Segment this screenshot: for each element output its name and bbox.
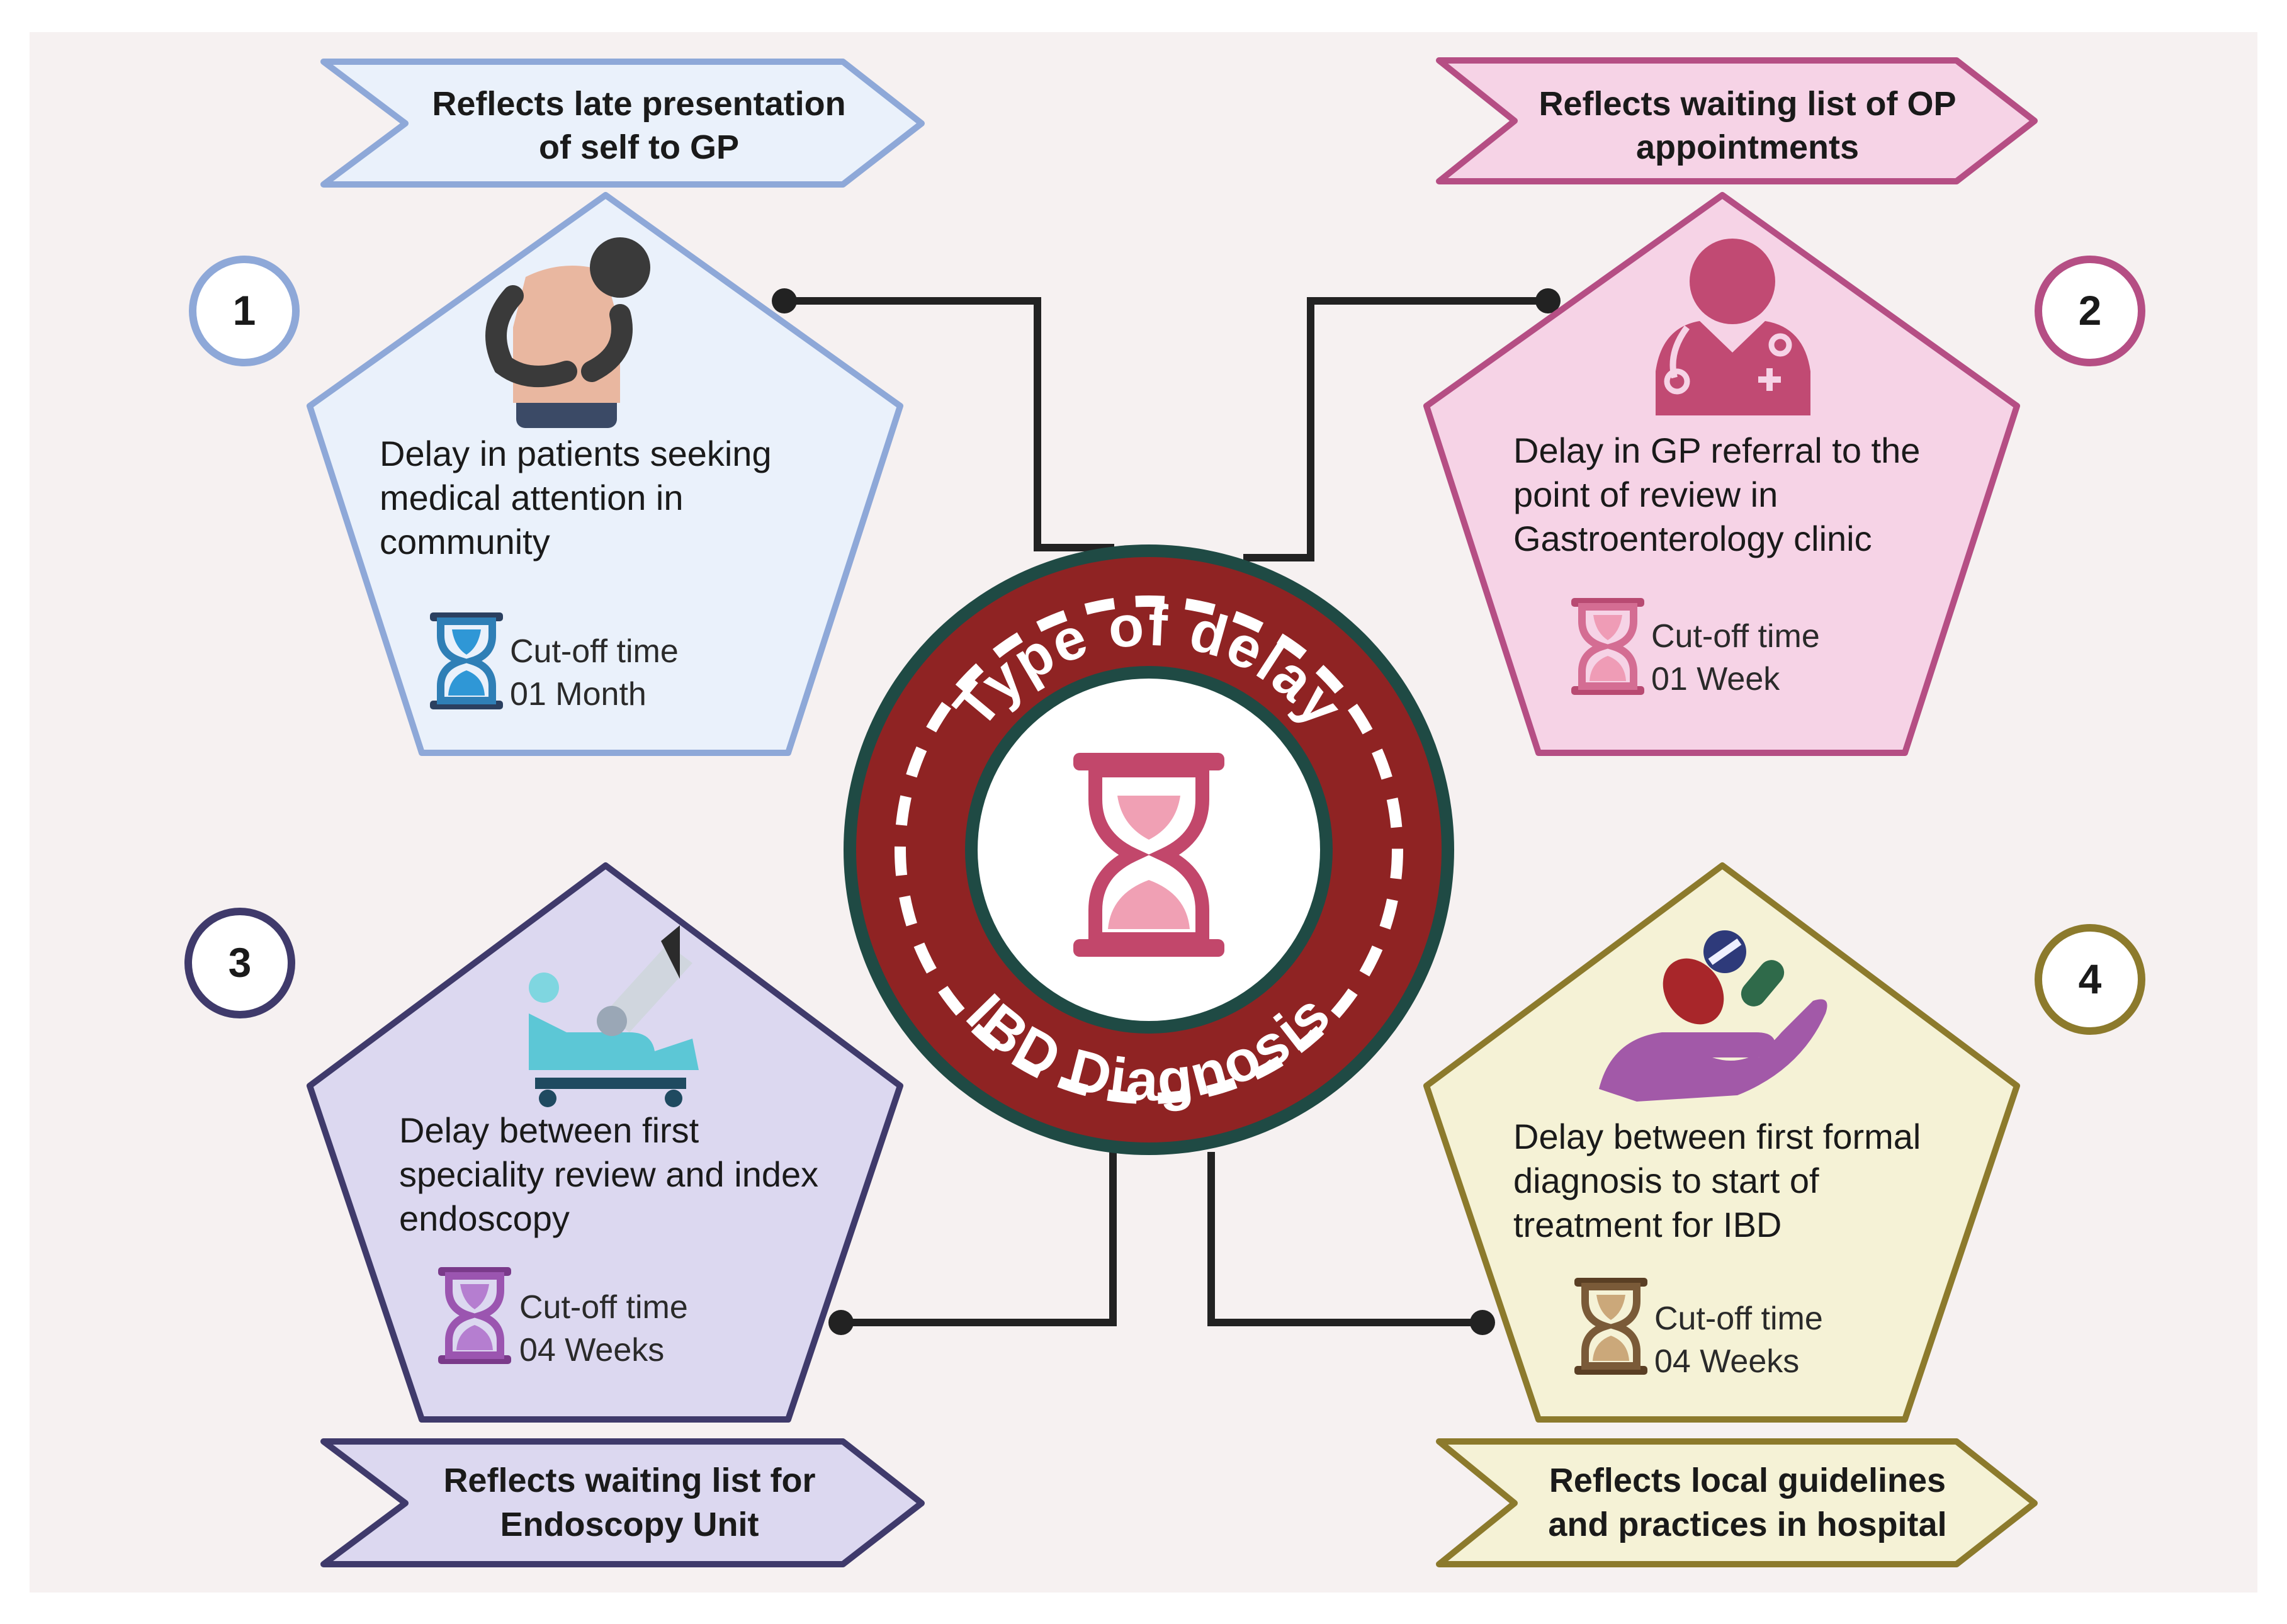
- stage-3-banner-line-2: Endoscopy Unit: [500, 1506, 759, 1543]
- stage-1-cutoff-value: 01 Month: [510, 676, 647, 713]
- stage-4-banner-line-2: and practices in hospital: [1548, 1506, 1946, 1543]
- connectors: [772, 288, 1561, 1335]
- center-ring-inner: [978, 679, 1320, 1021]
- stage-2-pentagon: [1423, 192, 2020, 756]
- stage-3-cutoff-label: Cut-off time: [519, 1289, 688, 1326]
- stage-1-banner: [320, 59, 925, 188]
- stage-2-cutoff-value: 01 Week: [1651, 661, 1780, 697]
- connector-stage-1: [784, 297, 1114, 551]
- hourglass-icon: [430, 612, 503, 709]
- connector-stage-2: [1243, 297, 1548, 561]
- stage-1-banner-line-1: Reflects late presentation: [432, 85, 845, 123]
- connector-stage-4: [1207, 1152, 1482, 1326]
- stage-3-description-line-2: speciality review and index: [399, 1154, 818, 1194]
- connector-dot-2: [1535, 288, 1561, 313]
- stage-1-banner-line-2: of self to GP: [539, 128, 739, 166]
- stage-3-pentagon: [307, 862, 903, 1423]
- stage-2-banner-line-1: Reflects waiting list of OP: [1539, 85, 1956, 123]
- hourglass-icon: [1073, 753, 1224, 957]
- stage-3-number-circle: [184, 908, 295, 1018]
- stage-4-description-line-3: treatment for IBD: [1513, 1205, 1782, 1244]
- connector-dot-1: [772, 288, 797, 313]
- stage-4-cutoff-label: Cut-off time: [1654, 1300, 1823, 1337]
- center-ring-dashes: [895, 595, 1403, 1104]
- stage-3-banner: [320, 1438, 925, 1567]
- stage-1-description-line-1: Delay in patients seeking: [380, 434, 772, 473]
- stage-4-description-line-2: diagnosis to start of: [1513, 1161, 1819, 1200]
- stage-4-number-circle: [2035, 924, 2145, 1035]
- stage-3-cutoff-value: 04 Weeks: [519, 1332, 664, 1368]
- stage-4: Delay between first formal diagnosis to …: [1423, 862, 2145, 1567]
- hand-with-pills-icon: [1599, 930, 1827, 1102]
- stage-3: Delay between first speciality review an…: [184, 862, 925, 1567]
- stage-4-cutoff-value: 04 Weeks: [1654, 1343, 1799, 1380]
- stage-2-description-line-1: Delay in GP referral to the: [1513, 431, 1920, 470]
- stage-2-banner: [1436, 57, 2038, 184]
- patient-abdominal-pain-icon: [485, 237, 650, 428]
- hourglass-icon: [1574, 1278, 1647, 1375]
- stage-3-description-line-3: endoscopy: [399, 1198, 570, 1238]
- stage-3-number: 3: [229, 939, 252, 986]
- connector-dot-4: [1470, 1310, 1495, 1335]
- hourglass-icon: [1571, 598, 1644, 695]
- stage-2-description-line-2: point of review in: [1513, 475, 1778, 514]
- stage-2-description-line-3: Gastroenterology clinic: [1513, 519, 1872, 558]
- stage-2-banner-line-2: appointments: [1636, 128, 1859, 166]
- stage-1-description-line-3: community: [380, 522, 550, 561]
- stage-3-description-line-1: Delay between first: [399, 1110, 699, 1150]
- stage-2-number-circle: [2035, 256, 2145, 366]
- stage-4-description-line-1: Delay between first formal: [1513, 1117, 1921, 1156]
- stage-2: Reflects waiting list of OP appointments…: [1423, 57, 2145, 756]
- stage-2-number: 2: [2079, 287, 2102, 334]
- stage-4-pentagon: [1423, 862, 2020, 1423]
- stage-2-cutoff-label: Cut-off time: [1651, 618, 1820, 655]
- stage-1-number-circle: [189, 256, 300, 366]
- stage-4-number: 4: [2079, 956, 2102, 1002]
- stage-4-banner-line-1: Reflects local guidelines: [1549, 1462, 1946, 1499]
- stage-4-banner: [1436, 1438, 2038, 1567]
- connector-stage-3: [841, 1152, 1117, 1326]
- stage-1-cutoff-label: Cut-off time: [510, 633, 679, 670]
- connector-dot-3: [828, 1310, 854, 1335]
- stage-1: Reflects late presentation of self to GP…: [189, 59, 925, 756]
- endoscopy-bed-icon: [529, 925, 699, 1107]
- center-ring: Type of delay IBD Diagnosis: [844, 544, 1454, 1155]
- stage-1-description-line-2: medical attention in: [380, 478, 684, 517]
- hourglass-icon: [438, 1267, 511, 1364]
- stage-3-banner-line-1: Reflects waiting list for: [443, 1462, 815, 1499]
- doctor-icon: [1656, 239, 1810, 415]
- stage-1-number: 1: [233, 287, 256, 334]
